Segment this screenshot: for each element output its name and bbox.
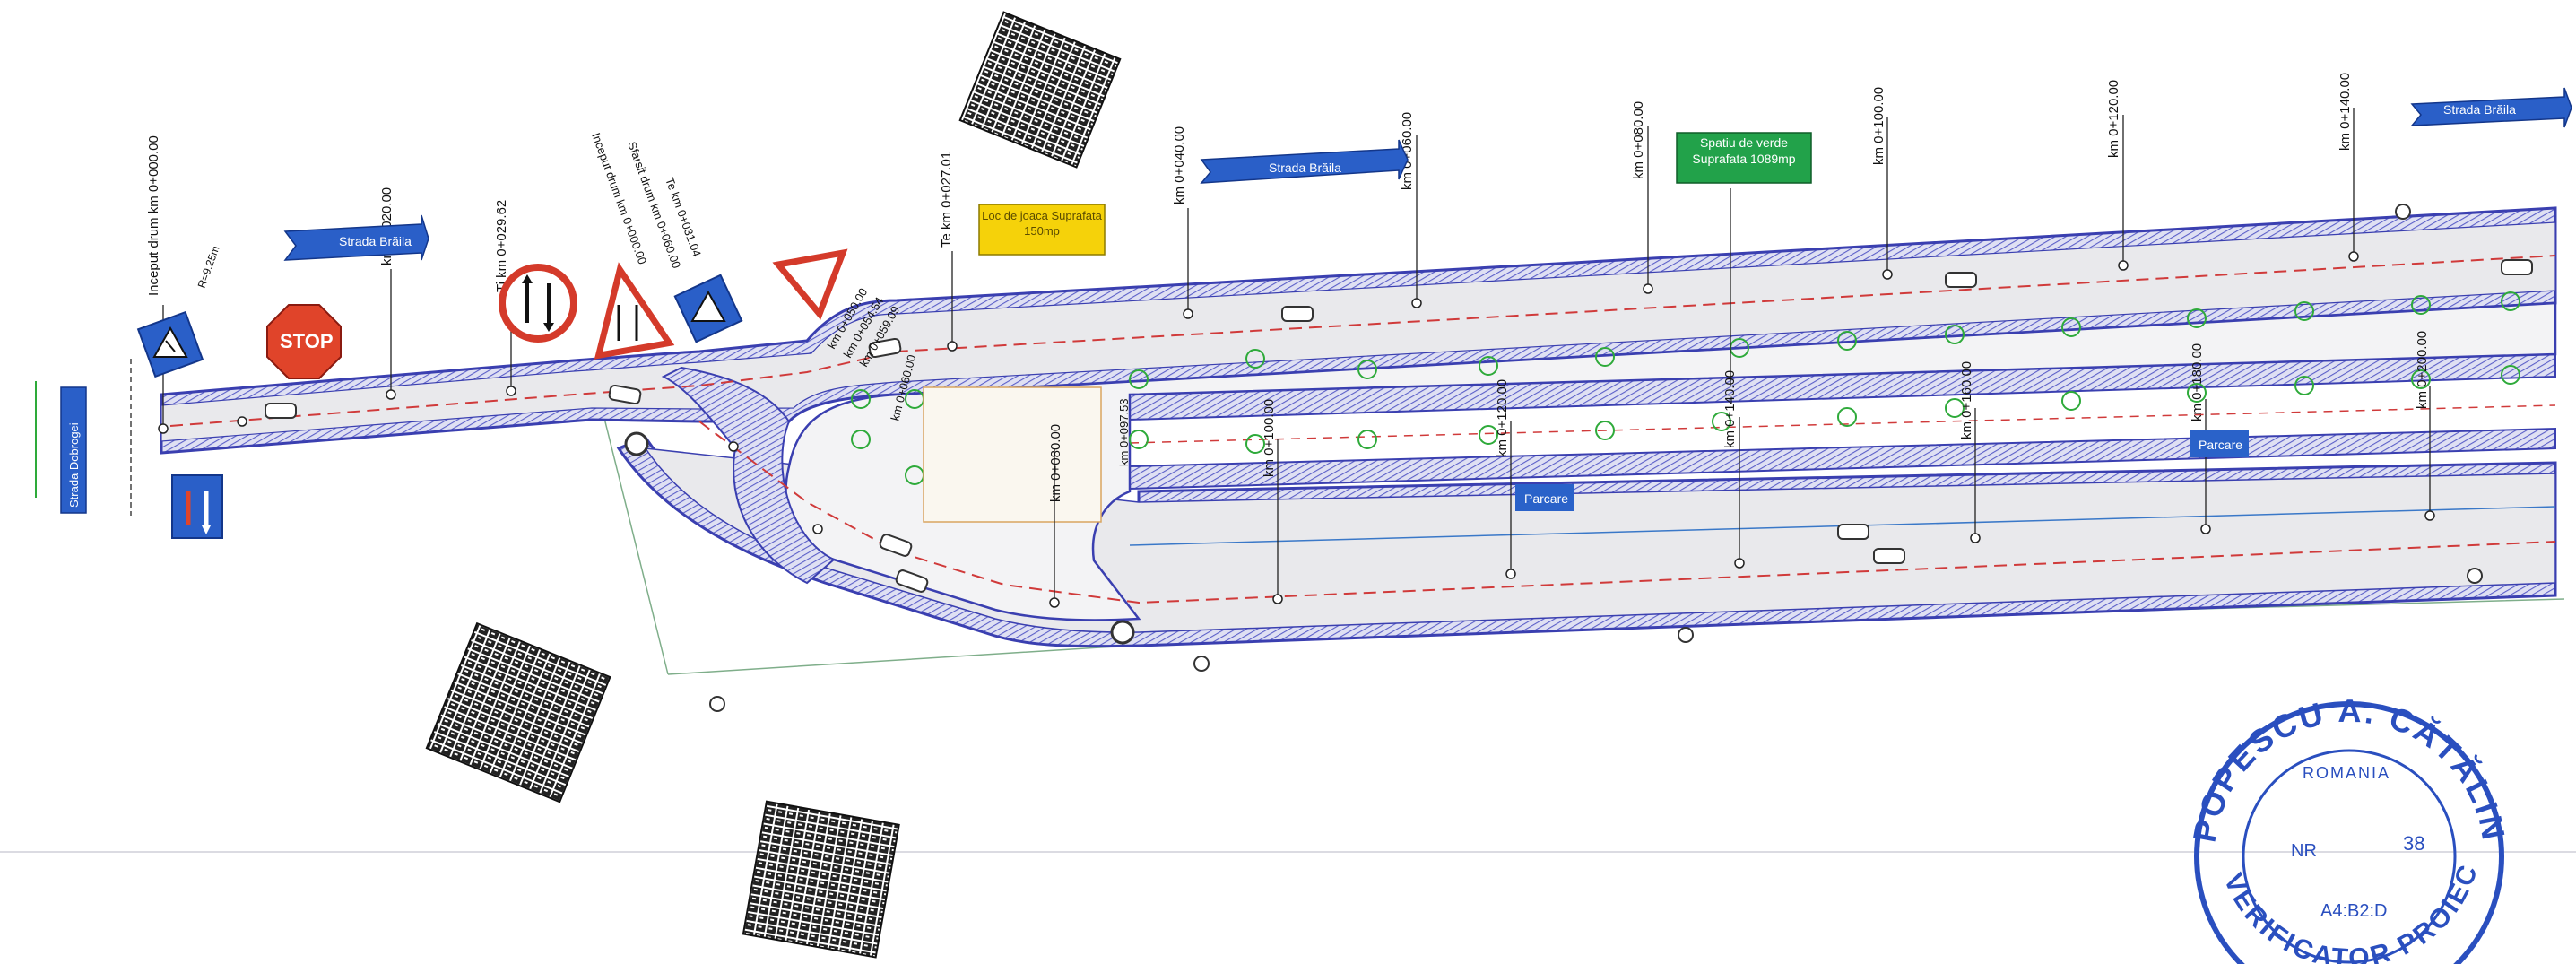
- chainage-lower-160: km 0+160.00: [1959, 361, 1974, 439]
- no-overtaking-sign: [499, 264, 577, 343]
- chainage-lower-120: km 0+120.00: [1495, 379, 1510, 457]
- svg-text:Parcare: Parcare: [1524, 491, 1568, 506]
- ramp-road: [661, 366, 836, 585]
- svg-text:Parcare: Parcare: [2199, 438, 2242, 452]
- lamp-posts: [709, 204, 2483, 712]
- chainage-080: km 0+080.00: [1631, 101, 1646, 179]
- centerline-lower: [698, 421, 2556, 604]
- chainage-ti1: Ti km 0+029.62: [494, 200, 509, 292]
- chainage-te-main: Te km 0+027.01: [939, 152, 954, 248]
- chainage-lower-100: km 0+100.00: [1262, 399, 1277, 477]
- trees: [851, 291, 2520, 485]
- crossing-sign-1: [136, 310, 204, 378]
- yield-sign: [772, 248, 848, 320]
- street-sign-1: Strada Brăila: [283, 214, 429, 261]
- priority-sign: [171, 474, 223, 539]
- svg-text:STOP: STOP: [280, 330, 334, 352]
- green-space-label: Spatiu de verde Suprafata 1089mp: [1676, 132, 1812, 184]
- yellow-space-label: Loc de joaca Suprafata 150mp: [978, 204, 1106, 256]
- chainage-lower-140: km 0+140.00: [1722, 370, 1738, 448]
- street-sign-4: Strada Dobrogei: [60, 386, 87, 514]
- radius-note: R=9.25m: [195, 244, 222, 290]
- road-narrows-sign: [594, 262, 675, 360]
- manhole-2: [1110, 620, 1135, 645]
- chainage-nodes: [158, 251, 2435, 608]
- chainage-040: km 0+040.00: [1172, 126, 1187, 204]
- svg-text:38: 38: [2403, 832, 2424, 855]
- svg-text:Strada Dobrogei: Strada Dobrogei: [67, 422, 81, 508]
- data-table-top: [958, 11, 1122, 169]
- street-sign-3: Strada Brăila: [2410, 87, 2572, 128]
- lower-road-pavement: [644, 447, 2556, 633]
- svg-text:Strada Brăila: Strada Brăila: [1269, 161, 1341, 175]
- chainage-lower-200: km 0+200.00: [2415, 331, 2430, 409]
- svg-text:NR: NR: [2291, 841, 2317, 861]
- manhole-1: [624, 431, 649, 456]
- green-space-text: Spatiu de verde Suprafata 1089mp: [1692, 135, 1796, 166]
- svg-text:ROMANIA: ROMANIA: [2303, 764, 2390, 782]
- chainage-leaders: [162, 108, 2431, 603]
- cars: [265, 259, 2533, 593]
- chainage-start: Inceput drum km 0+000.00: [146, 135, 161, 296]
- data-table-bottom: [742, 800, 900, 959]
- parking-label-1: Parcare: [1515, 484, 1574, 511]
- chainage-140: km 0+140.00: [2337, 73, 2353, 151]
- svg-text:Strada Brăila: Strada Brăila: [339, 234, 412, 248]
- play-area: [923, 386, 1102, 523]
- centerline-main: [169, 255, 2556, 427]
- street-sign-2: Strada Brăila: [1200, 139, 1409, 184]
- chainage-120: km 0+120.00: [2106, 80, 2121, 158]
- svg-text:A4:B2:D: A4:B2:D: [2320, 901, 2387, 921]
- svg-text:Strada Brăila: Strada Brăila: [2443, 102, 2516, 117]
- parking-label-2: Parcare: [2190, 430, 2249, 457]
- yellow-space-text: Loc de joaca Suprafata 150mp: [982, 209, 1102, 238]
- chainage-lower-start: km 0+097.53: [1117, 398, 1131, 466]
- chainage-lower-080: km 0+080.00: [1048, 424, 1063, 502]
- chainage-100: km 0+100.00: [1871, 87, 1886, 165]
- stop-sign: STOP: [266, 304, 342, 379]
- chainage-lower-180: km 0+180.00: [2190, 343, 2205, 421]
- data-table-middle: [425, 621, 611, 803]
- crossing-sign-2: [673, 274, 743, 343]
